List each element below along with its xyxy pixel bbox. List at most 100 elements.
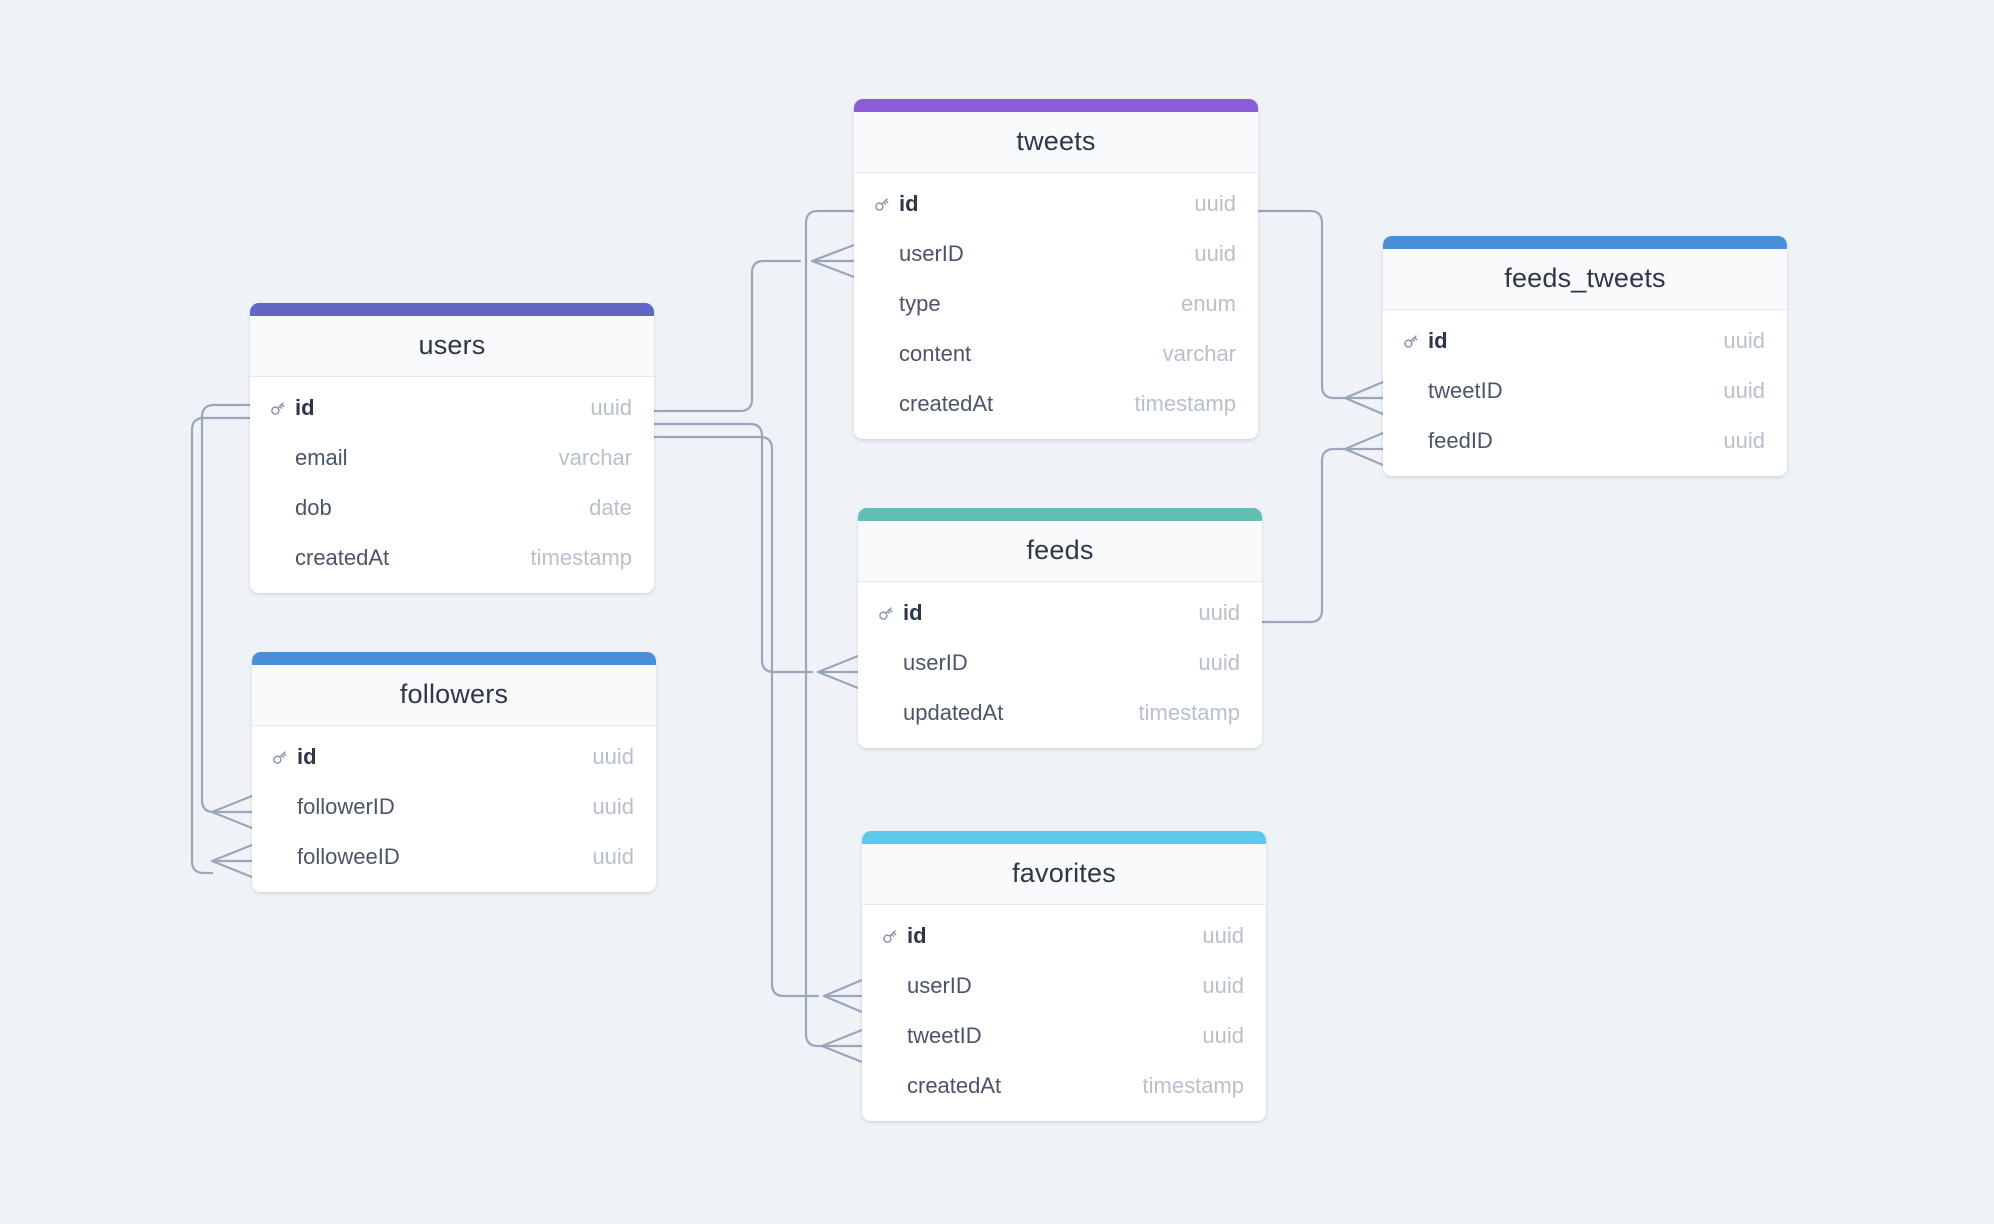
table-columns-tweets: id uuid userID uuid type enum content va… [854,173,1258,439]
column-row-favorites-id[interactable]: id uuid [862,911,1266,961]
edge-feeds-id-to-feedstweets-feedid [1260,431,1385,624]
column-type: uuid [1202,923,1244,948]
column-row-feedstweets-feedid[interactable]: feedID uuid [1383,416,1787,466]
column-row-followers-id[interactable]: id uuid [252,732,656,782]
table-title-users: users [250,316,654,377]
table-card-feeds[interactable]: feeds id uuid userID uuid updatedAt time… [858,508,1262,748]
column-row-users-email[interactable]: email varchar [250,433,654,483]
edge-users-id-to-feeds-userid [652,422,860,690]
column-row-users-dob[interactable]: dob date [250,483,654,533]
column-row-favorites-createdat[interactable]: createdAt timestamp [862,1061,1266,1111]
table-accent-bar-feeds [858,508,1262,521]
table-columns-favorites: id uuid userID uuid tweetID uuid created… [862,905,1266,1121]
key-icon [268,398,288,418]
column-type: uuid [592,794,634,819]
column-name: userID [907,973,972,998]
edge-users-id-to-tweets-userid [652,243,856,413]
table-columns-feeds: id uuid userID uuid updatedAt timestamp [858,582,1262,748]
table-title-favorites: favorites [862,844,1266,905]
column-row-tweets-content[interactable]: content varchar [854,329,1258,379]
table-title-feeds: feeds [858,521,1262,582]
column-row-feeds-userid[interactable]: userID uuid [858,638,1262,688]
column-name: id [297,744,317,769]
column-type: uuid [1723,378,1765,403]
column-type: uuid [592,744,634,769]
edge-users-id-to-followers-followerid [200,403,254,830]
table-columns-users: id uuid email varchar dob date createdAt… [250,377,654,593]
column-row-users-id[interactable]: id uuid [250,383,654,433]
key-icon [872,194,892,214]
column-row-users-createdat[interactable]: createdAt timestamp [250,533,654,583]
column-name: content [899,341,972,366]
column-type: uuid [1723,328,1765,353]
column-type: uuid [1198,650,1240,675]
column-name: createdAt [899,391,994,416]
table-accent-bar-feeds-tweets [1383,236,1787,249]
column-name: dob [295,495,332,520]
key-icon [876,603,896,623]
table-title-feeds-tweets: feeds_tweets [1383,249,1787,310]
column-row-tweets-createdat[interactable]: createdAt timestamp [854,379,1258,429]
column-type: timestamp [1138,700,1240,725]
table-accent-bar-followers [252,652,656,665]
column-type: enum [1180,291,1236,316]
column-row-tweets-userid[interactable]: userID uuid [854,229,1258,279]
table-accent-bar-tweets [854,99,1258,112]
table-accent-bar-users [250,303,654,316]
key-icon [1401,331,1421,351]
column-name: id [1428,328,1448,353]
column-row-followers-followeeid[interactable]: followeeID uuid [252,832,656,882]
column-row-feeds-updatedat[interactable]: updatedAt timestamp [858,688,1262,738]
table-card-favorites[interactable]: favorites id uuid userID uuid tweetID uu… [862,831,1266,1121]
column-row-followers-followerid[interactable]: followerID uuid [252,782,656,832]
column-type: timestamp [1134,391,1236,416]
column-name: followerID [297,794,395,819]
column-type: varchar [558,445,632,470]
column-type: uuid [1202,973,1244,998]
edge-users-id-to-followers-followeeid [190,416,254,879]
column-type: date [589,495,632,520]
column-name: id [295,395,315,420]
column-row-favorites-tweetid[interactable]: tweetID uuid [862,1011,1266,1061]
column-name: id [907,923,927,948]
column-name: tweetID [1428,378,1503,403]
column-name: userID [903,650,968,675]
column-name: updatedAt [903,700,1004,725]
column-name: type [899,291,941,316]
column-type: timestamp [530,545,632,570]
column-row-favorites-userid[interactable]: userID uuid [862,961,1266,1011]
column-type: varchar [1162,341,1236,366]
key-icon [270,747,290,767]
column-type: uuid [592,844,634,869]
column-row-tweets-type[interactable]: type enum [854,279,1258,329]
table-card-feeds-tweets[interactable]: feeds_tweets id uuid tweetID uuid feedID… [1383,236,1787,476]
column-name: id [899,191,919,216]
key-icon [880,926,900,946]
table-card-users[interactable]: users id uuid email varchar dob date [250,303,654,593]
column-type: uuid [590,395,632,420]
table-card-tweets[interactable]: tweets id uuid userID uuid type enum [854,99,1258,439]
column-type: uuid [1194,191,1236,216]
column-type: timestamp [1142,1073,1244,1098]
column-type: uuid [1194,241,1236,266]
table-title-tweets: tweets [854,112,1258,173]
column-type: uuid [1723,428,1765,453]
column-row-feedstweets-tweetid[interactable]: tweetID uuid [1383,366,1787,416]
table-card-followers[interactable]: followers id uuid followerID uuid follow… [252,652,656,892]
column-type: uuid [1202,1023,1244,1048]
column-row-feedstweets-id[interactable]: id uuid [1383,316,1787,366]
column-name: email [295,445,348,470]
table-title-followers: followers [252,665,656,726]
table-accent-bar-favorites [862,831,1266,844]
table-columns-feeds-tweets: id uuid tweetID uuid feedID uuid [1383,310,1787,476]
column-name: tweetID [907,1023,982,1048]
edge-users-id-to-favorites-userid [652,435,864,1014]
column-row-tweets-id[interactable]: id uuid [854,179,1258,229]
column-row-feeds-id[interactable]: id uuid [858,588,1262,638]
column-name: createdAt [907,1073,1002,1098]
edge-tweets-id-to-feedstweets-tweetid [1256,209,1385,416]
table-columns-followers: id uuid followerID uuid followeeID uuid [252,726,656,892]
column-name: feedID [1428,428,1493,453]
column-type: uuid [1198,600,1240,625]
